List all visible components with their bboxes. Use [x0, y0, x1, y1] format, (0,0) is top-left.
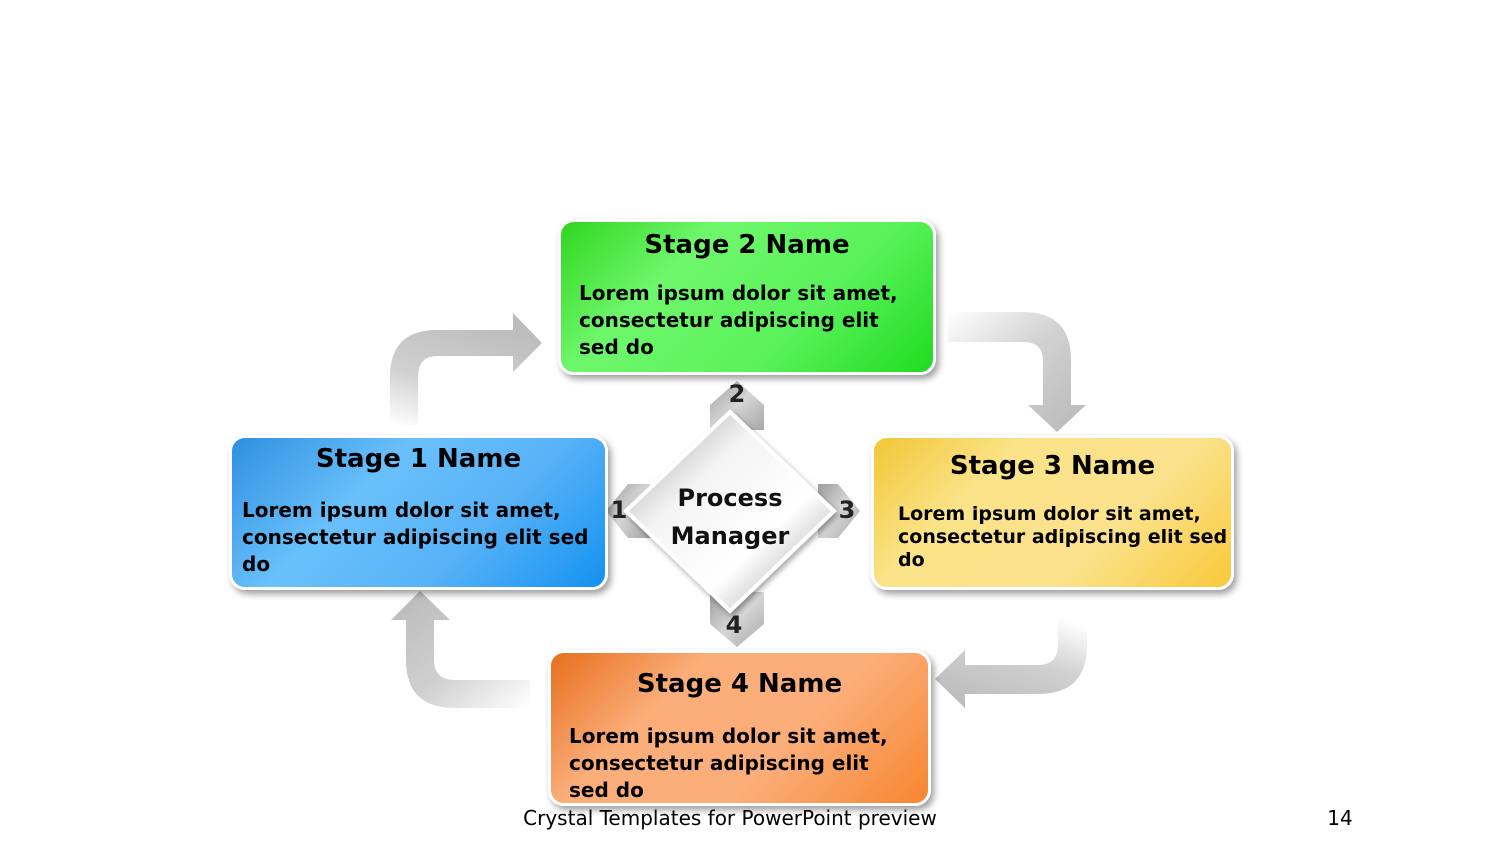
step-number-3: 3	[838, 496, 856, 524]
stage-2-text: Lorem ipsum dolor sit amet, consectetur …	[579, 281, 898, 359]
arrow-stage2-to-stage3	[948, 312, 1086, 432]
arrow-stage3-to-stage4	[935, 600, 1087, 708]
arrow-stage4-to-stage1	[391, 591, 530, 708]
stage-3-text: Lorem ipsum dolor sit amet, consectetur …	[898, 503, 1228, 571]
stage-3-title: Stage 3 Name	[949, 451, 1156, 481]
stage-3-box: Stage 3 Name Lorem ipsum dolor sit amet,…	[871, 435, 1234, 590]
stage-4-box: Stage 4 Name Lorem ipsum dolor sit amet,…	[548, 650, 931, 806]
step-number-4: 4	[725, 611, 743, 639]
step-number-2: 2	[728, 380, 746, 408]
stage-1-title: Stage 1 Name	[315, 444, 522, 474]
hub-label-line1: Process	[677, 484, 783, 512]
hub-label-line2: Manager	[670, 522, 790, 550]
arrow-stage1-to-stage2	[390, 313, 542, 425]
process-manager-diamond	[623, 409, 837, 614]
stage-1-text: Lorem ipsum dolor sit amet, consectetur …	[242, 498, 589, 576]
stage-2-title: Stage 2 Name	[644, 230, 850, 260]
hub-stub-right	[818, 484, 860, 538]
footer-text: Crystal Templates for PowerPoint preview	[523, 806, 937, 830]
page-number: 14	[1327, 806, 1353, 830]
stage-1-box: Stage 1 Name Lorem ipsum dolor sit amet,…	[229, 435, 608, 590]
stage-2-box: Stage 2 Name Lorem ipsum dolor sit amet,…	[558, 219, 936, 375]
step-number-1: 1	[610, 496, 628, 524]
process-manager-label: Process Manager	[652, 479, 808, 555]
stage-4-text: Lorem ipsum dolor sit amet, consectetur …	[569, 724, 888, 802]
stage-4-title: Stage 4 Name	[636, 669, 843, 699]
